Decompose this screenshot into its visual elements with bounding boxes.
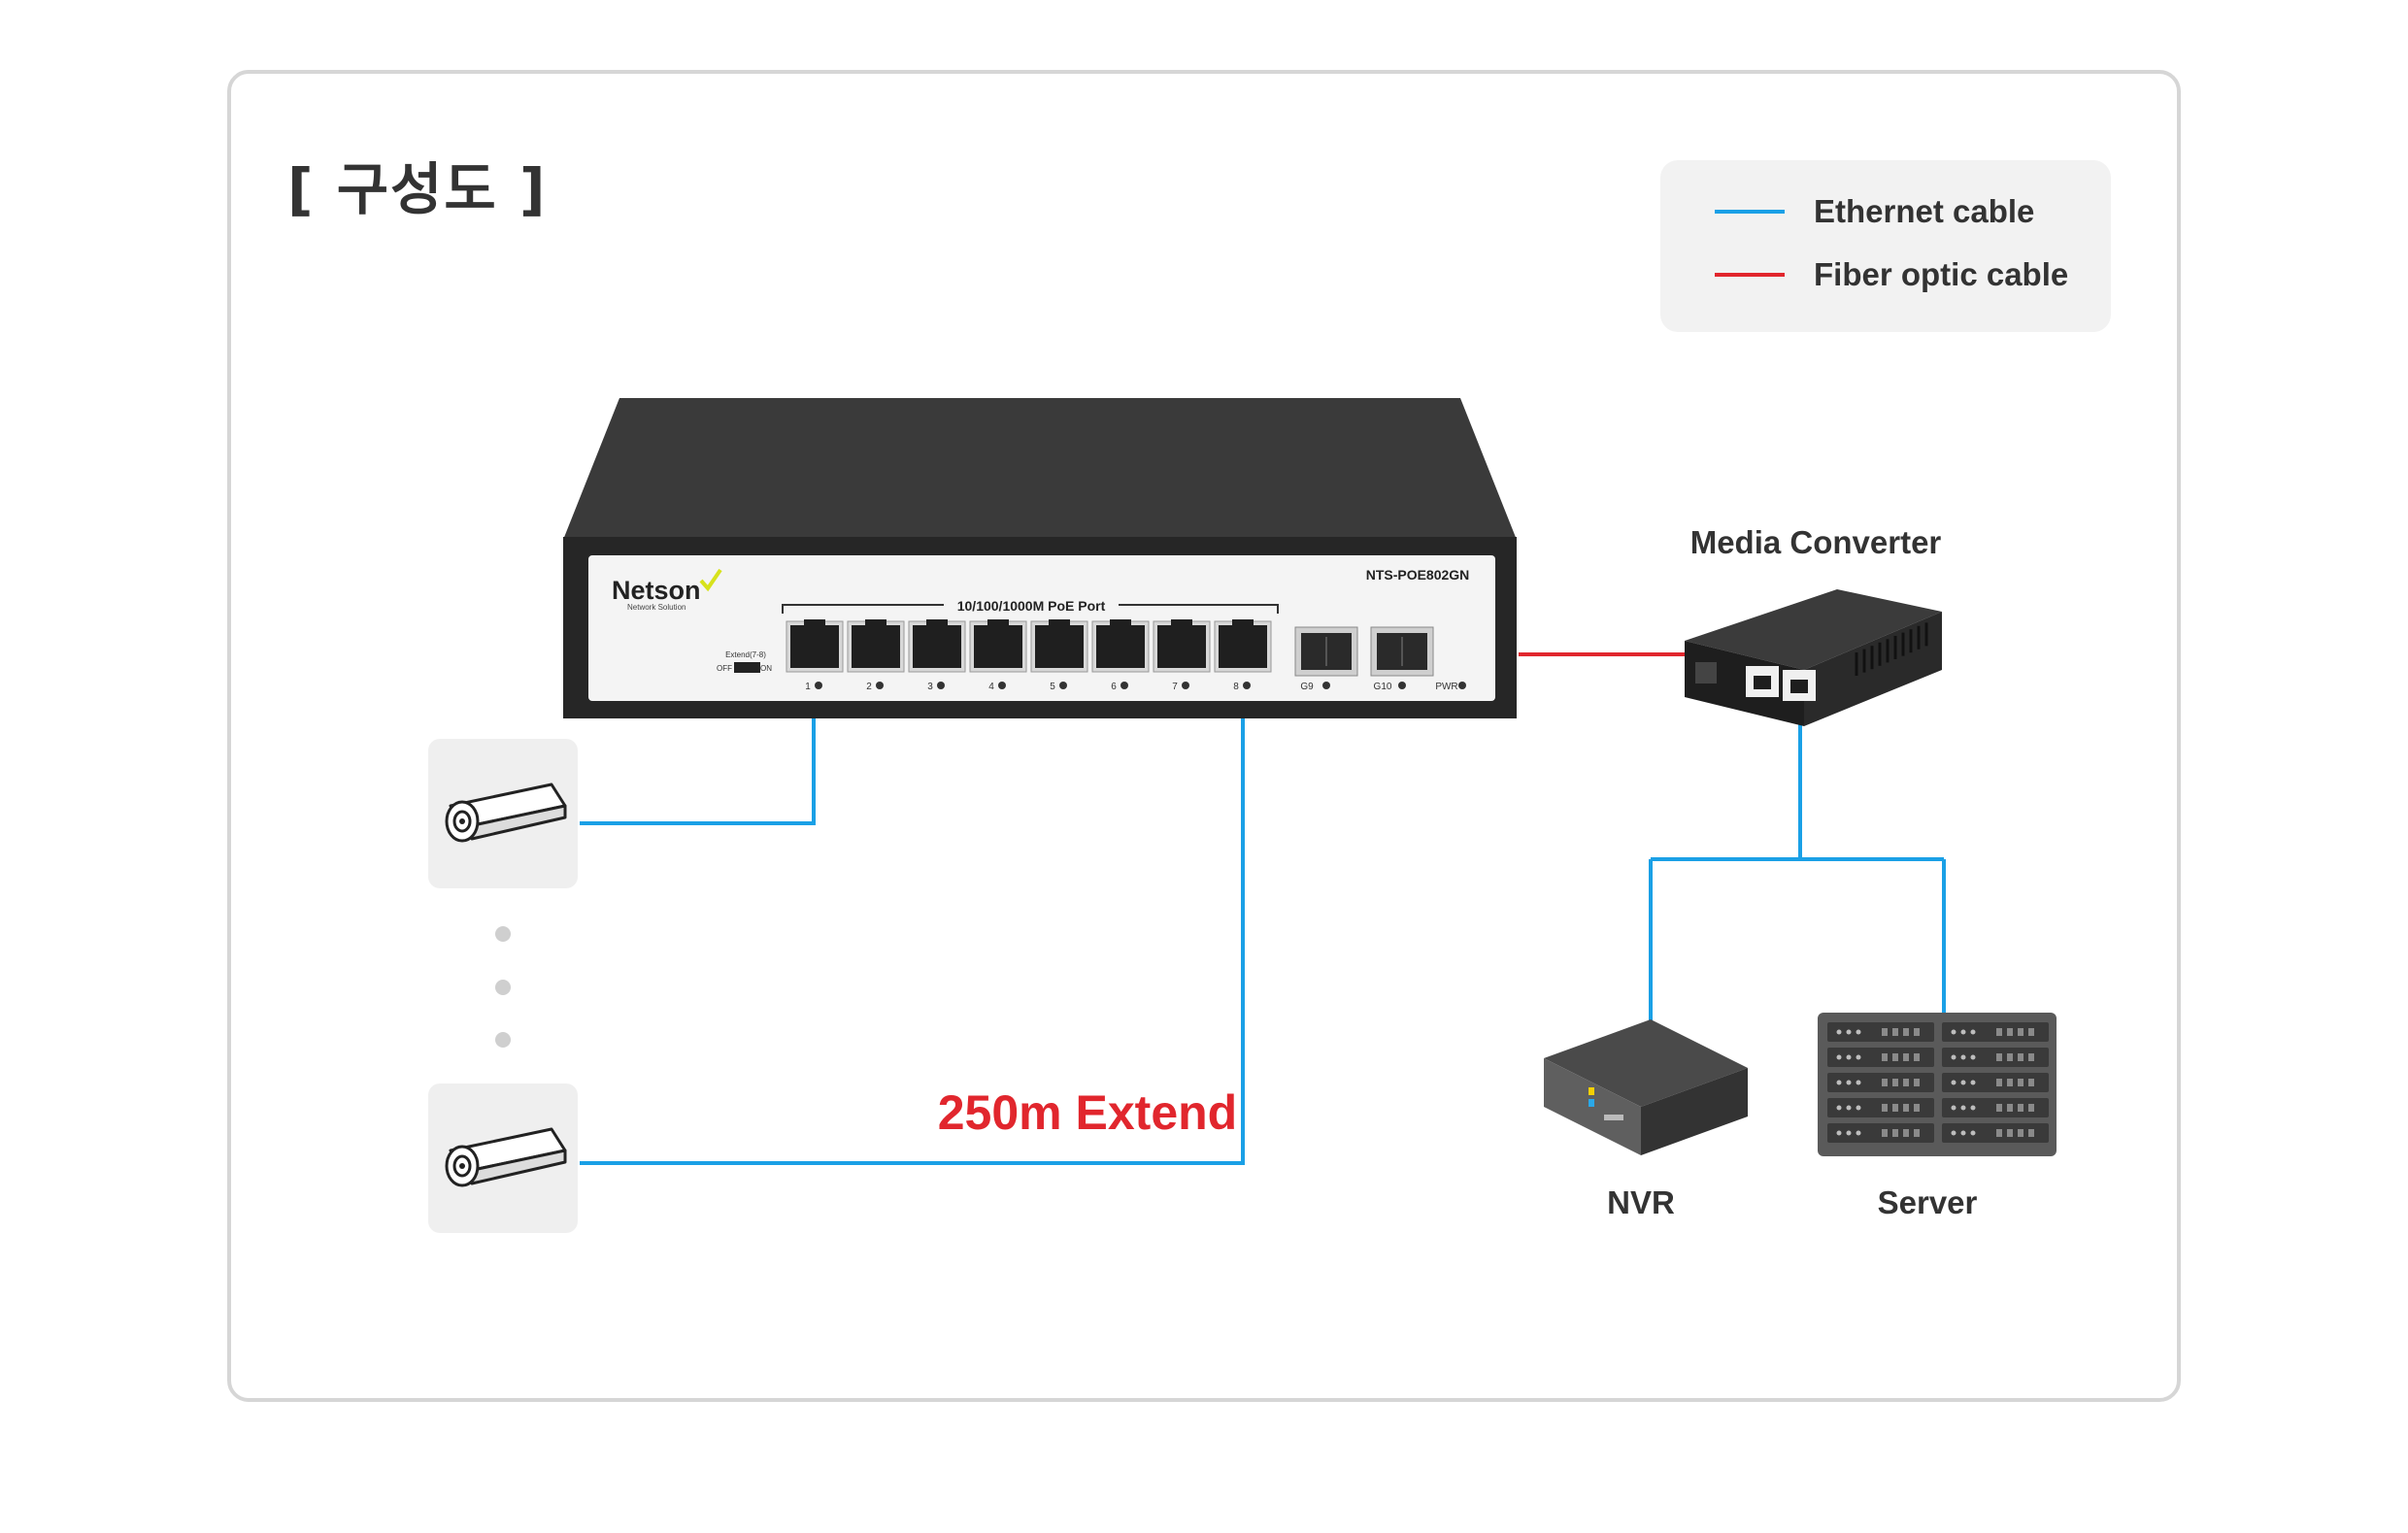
- port-led: [1120, 682, 1128, 689]
- nvr-top: [1544, 1019, 1748, 1107]
- switch-model: NTS-POE802GN: [1366, 567, 1470, 583]
- rj45-port-label: 8: [1233, 682, 1239, 692]
- legend: [1660, 160, 2111, 332]
- sfp-port-label: G9: [1300, 682, 1314, 692]
- legend-label-fiber: Fiber optic cable: [1814, 256, 2069, 292]
- rj45-ports: 1 2 3 4 5 6 7 8: [786, 619, 1272, 692]
- rj45-port-8: 8: [1214, 619, 1272, 692]
- server-units: [1827, 1022, 2049, 1143]
- media-converter-label: Media Converter: [1689, 524, 1942, 560]
- server-unit: [1942, 1073, 2049, 1092]
- sfp-port-G10: G10: [1370, 626, 1434, 692]
- port-led: [815, 682, 822, 689]
- rj45-port-label: 1: [805, 682, 811, 692]
- media-converter: [1685, 589, 1942, 726]
- converter-rj45-port-2-opening: [1790, 680, 1808, 693]
- nvr-label: NVR: [1607, 1184, 1675, 1220]
- diagram-frame: [227, 70, 2181, 1402]
- server-unit: [1827, 1022, 1934, 1042]
- port-led: [1059, 682, 1067, 689]
- sfp-led: [1398, 682, 1406, 689]
- legend-item-ethernet: Ethernet cable: [1715, 187, 2034, 236]
- ethernet-cables: [580, 714, 1946, 1165]
- extend-distance-label: 250m Extend: [937, 1085, 1238, 1140]
- camera-2-cable: [580, 717, 1245, 1165]
- ellipsis-dot-2: [495, 980, 511, 995]
- rj45-port-label: 3: [927, 682, 933, 692]
- nvr-led-yellow: [1589, 1087, 1594, 1095]
- rj45-port-label: 5: [1050, 682, 1055, 692]
- extend-switch-label: Extend(7-8): [725, 650, 766, 659]
- port-led: [1243, 682, 1251, 689]
- pwr-label: PWR: [1435, 682, 1457, 692]
- port-led: [937, 682, 945, 689]
- nvr-side: [1641, 1068, 1748, 1155]
- rj45-port-4: 4: [969, 619, 1027, 692]
- switch-brand-sub: Network Solution: [627, 603, 686, 612]
- server-unit: [1827, 1048, 1934, 1067]
- poe-switch: Netson Network Solution NTS-POE802GN 10/…: [563, 398, 1517, 718]
- ethernet-cable-swatch: [1715, 210, 1785, 214]
- switch-top: [563, 398, 1517, 540]
- rj45-port-label: 7: [1172, 682, 1178, 692]
- server-unit: [1827, 1073, 1934, 1092]
- rj45-port-2: 2: [847, 619, 905, 692]
- rj45-port-label: 2: [866, 682, 872, 692]
- port-group-label-bg: [944, 596, 1119, 614]
- server-unit: [1827, 1098, 1934, 1117]
- rj45-port-label: 6: [1111, 682, 1117, 692]
- server-unit: [1942, 1048, 2049, 1067]
- camera-2: [428, 1083, 578, 1233]
- rj45-port-label: 4: [988, 682, 994, 692]
- pwr-led: [1458, 682, 1466, 689]
- ellipsis-dot-3: [495, 1032, 511, 1048]
- camera-1-cable: [580, 717, 816, 825]
- sfp-ports: G9 G10: [1294, 626, 1434, 692]
- cctv-camera-icon: [445, 1127, 567, 1187]
- server-rack: [1818, 1013, 2057, 1156]
- port-led: [876, 682, 884, 689]
- legend-label-ethernet: Ethernet cable: [1814, 193, 2035, 229]
- extend-toggle[interactable]: [734, 662, 760, 673]
- fiber-port: [1695, 662, 1717, 683]
- diagram-title: [ 구성도 ]: [287, 156, 548, 222]
- sfp-led: [1322, 682, 1330, 689]
- nvr-device: [1544, 1019, 1748, 1155]
- nvr-front-slot: [1604, 1115, 1623, 1120]
- server-label: Server: [1877, 1184, 1978, 1220]
- switch-brand: Netson: [612, 576, 701, 605]
- port-group-label: 10/100/1000M PoE Port: [957, 598, 1106, 614]
- server-unit: [1942, 1022, 2049, 1042]
- fiber-cable-swatch: [1715, 273, 1785, 277]
- ellipsis-dot-1: [495, 926, 511, 942]
- extend-on-label: ON: [760, 664, 772, 673]
- converter-vents: [1855, 622, 1928, 676]
- server-unit: [1942, 1098, 2049, 1117]
- rj45-port-3: 3: [908, 619, 966, 692]
- converter-rj45-port-1-opening: [1754, 676, 1771, 689]
- port-led: [998, 682, 1006, 689]
- cctv-camera-icon: [445, 783, 567, 843]
- sfp-port-G9: G9: [1294, 626, 1358, 692]
- converter-top: [1685, 589, 1942, 670]
- legend-item-fiber: Fiber optic cable: [1715, 250, 2068, 299]
- rj45-port-7: 7: [1153, 619, 1211, 692]
- server-unit: [1827, 1123, 1934, 1143]
- port-led: [1182, 682, 1189, 689]
- rj45-port-5: 5: [1030, 619, 1088, 692]
- brand-check-icon: [699, 568, 722, 592]
- sfp-port-label: G10: [1374, 682, 1392, 692]
- rj45-port-6: 6: [1091, 619, 1150, 692]
- nvr-led-blue: [1589, 1099, 1594, 1107]
- server-unit: [1942, 1123, 2049, 1143]
- rj45-port-1: 1: [786, 619, 844, 692]
- extend-off-label: OFF: [717, 664, 732, 673]
- camera-1: [428, 739, 578, 888]
